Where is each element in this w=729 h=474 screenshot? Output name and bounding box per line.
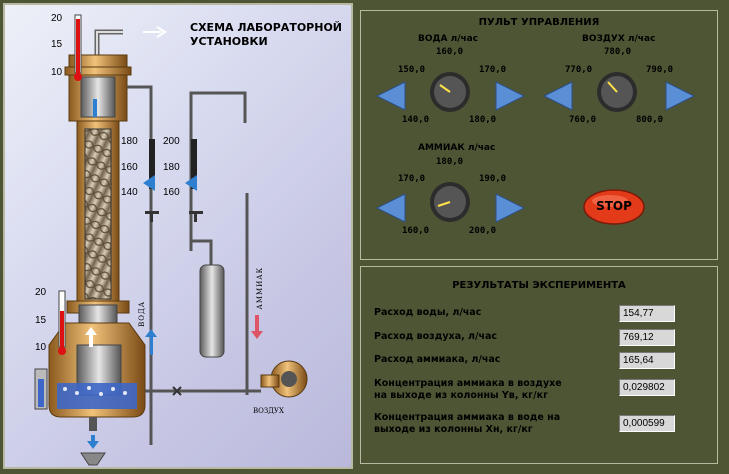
- water-knob-title: ВОДА л/час: [418, 34, 479, 44]
- control-panel: ПУЛЬТ УПРАВЛЕНИЯ: [360, 10, 718, 260]
- rotameter-water-tick: 140: [121, 187, 138, 198]
- ammonia-tick: 200,0: [469, 226, 497, 236]
- rotameter-water-tick: 160: [121, 162, 138, 173]
- rotameter-ammonia-tick: 160: [163, 187, 180, 198]
- thermo-top-tick: 10: [51, 67, 63, 78]
- thermo-bottom-tick: 10: [35, 342, 47, 353]
- air-decrease-button[interactable]: [542, 80, 574, 112]
- result-value-conc-air: 0,029802: [619, 379, 675, 396]
- water-tick: 150,0: [398, 65, 426, 75]
- water-tick: 160,0: [436, 47, 464, 57]
- ammonia-decrease-button[interactable]: [375, 192, 407, 224]
- result-label-air: Расход воздуха, л/час: [374, 331, 498, 342]
- apparatus-diagram: [34, 14, 308, 466]
- result-label-conc-water: Концентрация аммиака в воде на выходе из…: [374, 412, 561, 435]
- result-label-conc-air: Концентрация аммиака в воздухе на выходе…: [374, 378, 562, 401]
- water-decrease-button[interactable]: [375, 80, 407, 112]
- ammonia-tick: 190,0: [479, 174, 507, 184]
- water-increase-button[interactable]: [494, 80, 526, 112]
- thermo-top-tick: 20: [51, 13, 63, 24]
- stop-button-label: STOP: [596, 199, 632, 213]
- scheme-panel: СХЕМА ЛАБОРАТОРНОЙ УСТАНОВКИ 20 15 10 20…: [3, 3, 353, 469]
- ammonia-tick: 160,0: [402, 226, 430, 236]
- air-knob[interactable]: [595, 70, 639, 114]
- rotameter-ammonia-tick: 200: [163, 136, 180, 147]
- results-panel: РЕЗУЛЬТАТЫ ЭКСПЕРИМЕНТА: [360, 266, 718, 464]
- ammonia-tick: 170,0: [398, 174, 426, 184]
- stop-button[interactable]: [582, 188, 646, 226]
- air-tick: 760,0: [569, 115, 597, 125]
- thermo-bottom-tick: 15: [35, 315, 47, 326]
- water-tick: 140,0: [402, 115, 430, 125]
- water-tick: 170,0: [479, 65, 507, 75]
- result-value-water: 154,77: [619, 305, 675, 322]
- result-label-water: Расход воды, л/час: [374, 307, 482, 318]
- ammonia-tick: 180,0: [436, 157, 464, 167]
- thermo-top-tick: 15: [51, 39, 63, 50]
- scheme-title: СХЕМА ЛАБОРАТОРНОЙ УСТАНОВКИ: [190, 21, 342, 48]
- water-knob[interactable]: [428, 70, 472, 114]
- rotameter-ammonia-tick: 180: [163, 162, 180, 173]
- air-tick: 800,0: [636, 115, 664, 125]
- result-value-conc-water: 0,000599: [619, 415, 675, 432]
- air-label: ВОЗДУХ: [253, 407, 284, 415]
- result-value-ammonia: 165,64: [619, 352, 675, 369]
- rotameter-water-tick: 180: [121, 136, 138, 147]
- thermo-bottom-tick: 20: [35, 287, 47, 298]
- air-tick: 780,0: [604, 47, 632, 57]
- water-label: ВОДА: [138, 301, 146, 327]
- air-tick: 770,0: [565, 65, 593, 75]
- air-knob-title: ВОЗДУХ л/час: [582, 34, 656, 44]
- ammonia-knob-title: АММИАК л/час: [418, 143, 496, 153]
- ammonia-cylinder: [199, 264, 225, 358]
- results-panel-title: РЕЗУЛЬТАТЫ ЭКСПЕРИМЕНТА: [452, 280, 626, 291]
- ammonia-increase-button[interactable]: [494, 192, 526, 224]
- ammonia-label: АММИАК: [256, 267, 264, 310]
- water-tick: 180,0: [469, 115, 497, 125]
- air-tick: 790,0: [646, 65, 674, 75]
- result-label-ammonia: Расход аммиака, л/час: [374, 354, 501, 365]
- control-panel-title: ПУЛЬТ УПРАВЛЕНИЯ: [478, 17, 600, 28]
- air-increase-button[interactable]: [664, 80, 696, 112]
- ammonia-knob[interactable]: [428, 180, 472, 224]
- result-value-air: 769,12: [619, 329, 675, 346]
